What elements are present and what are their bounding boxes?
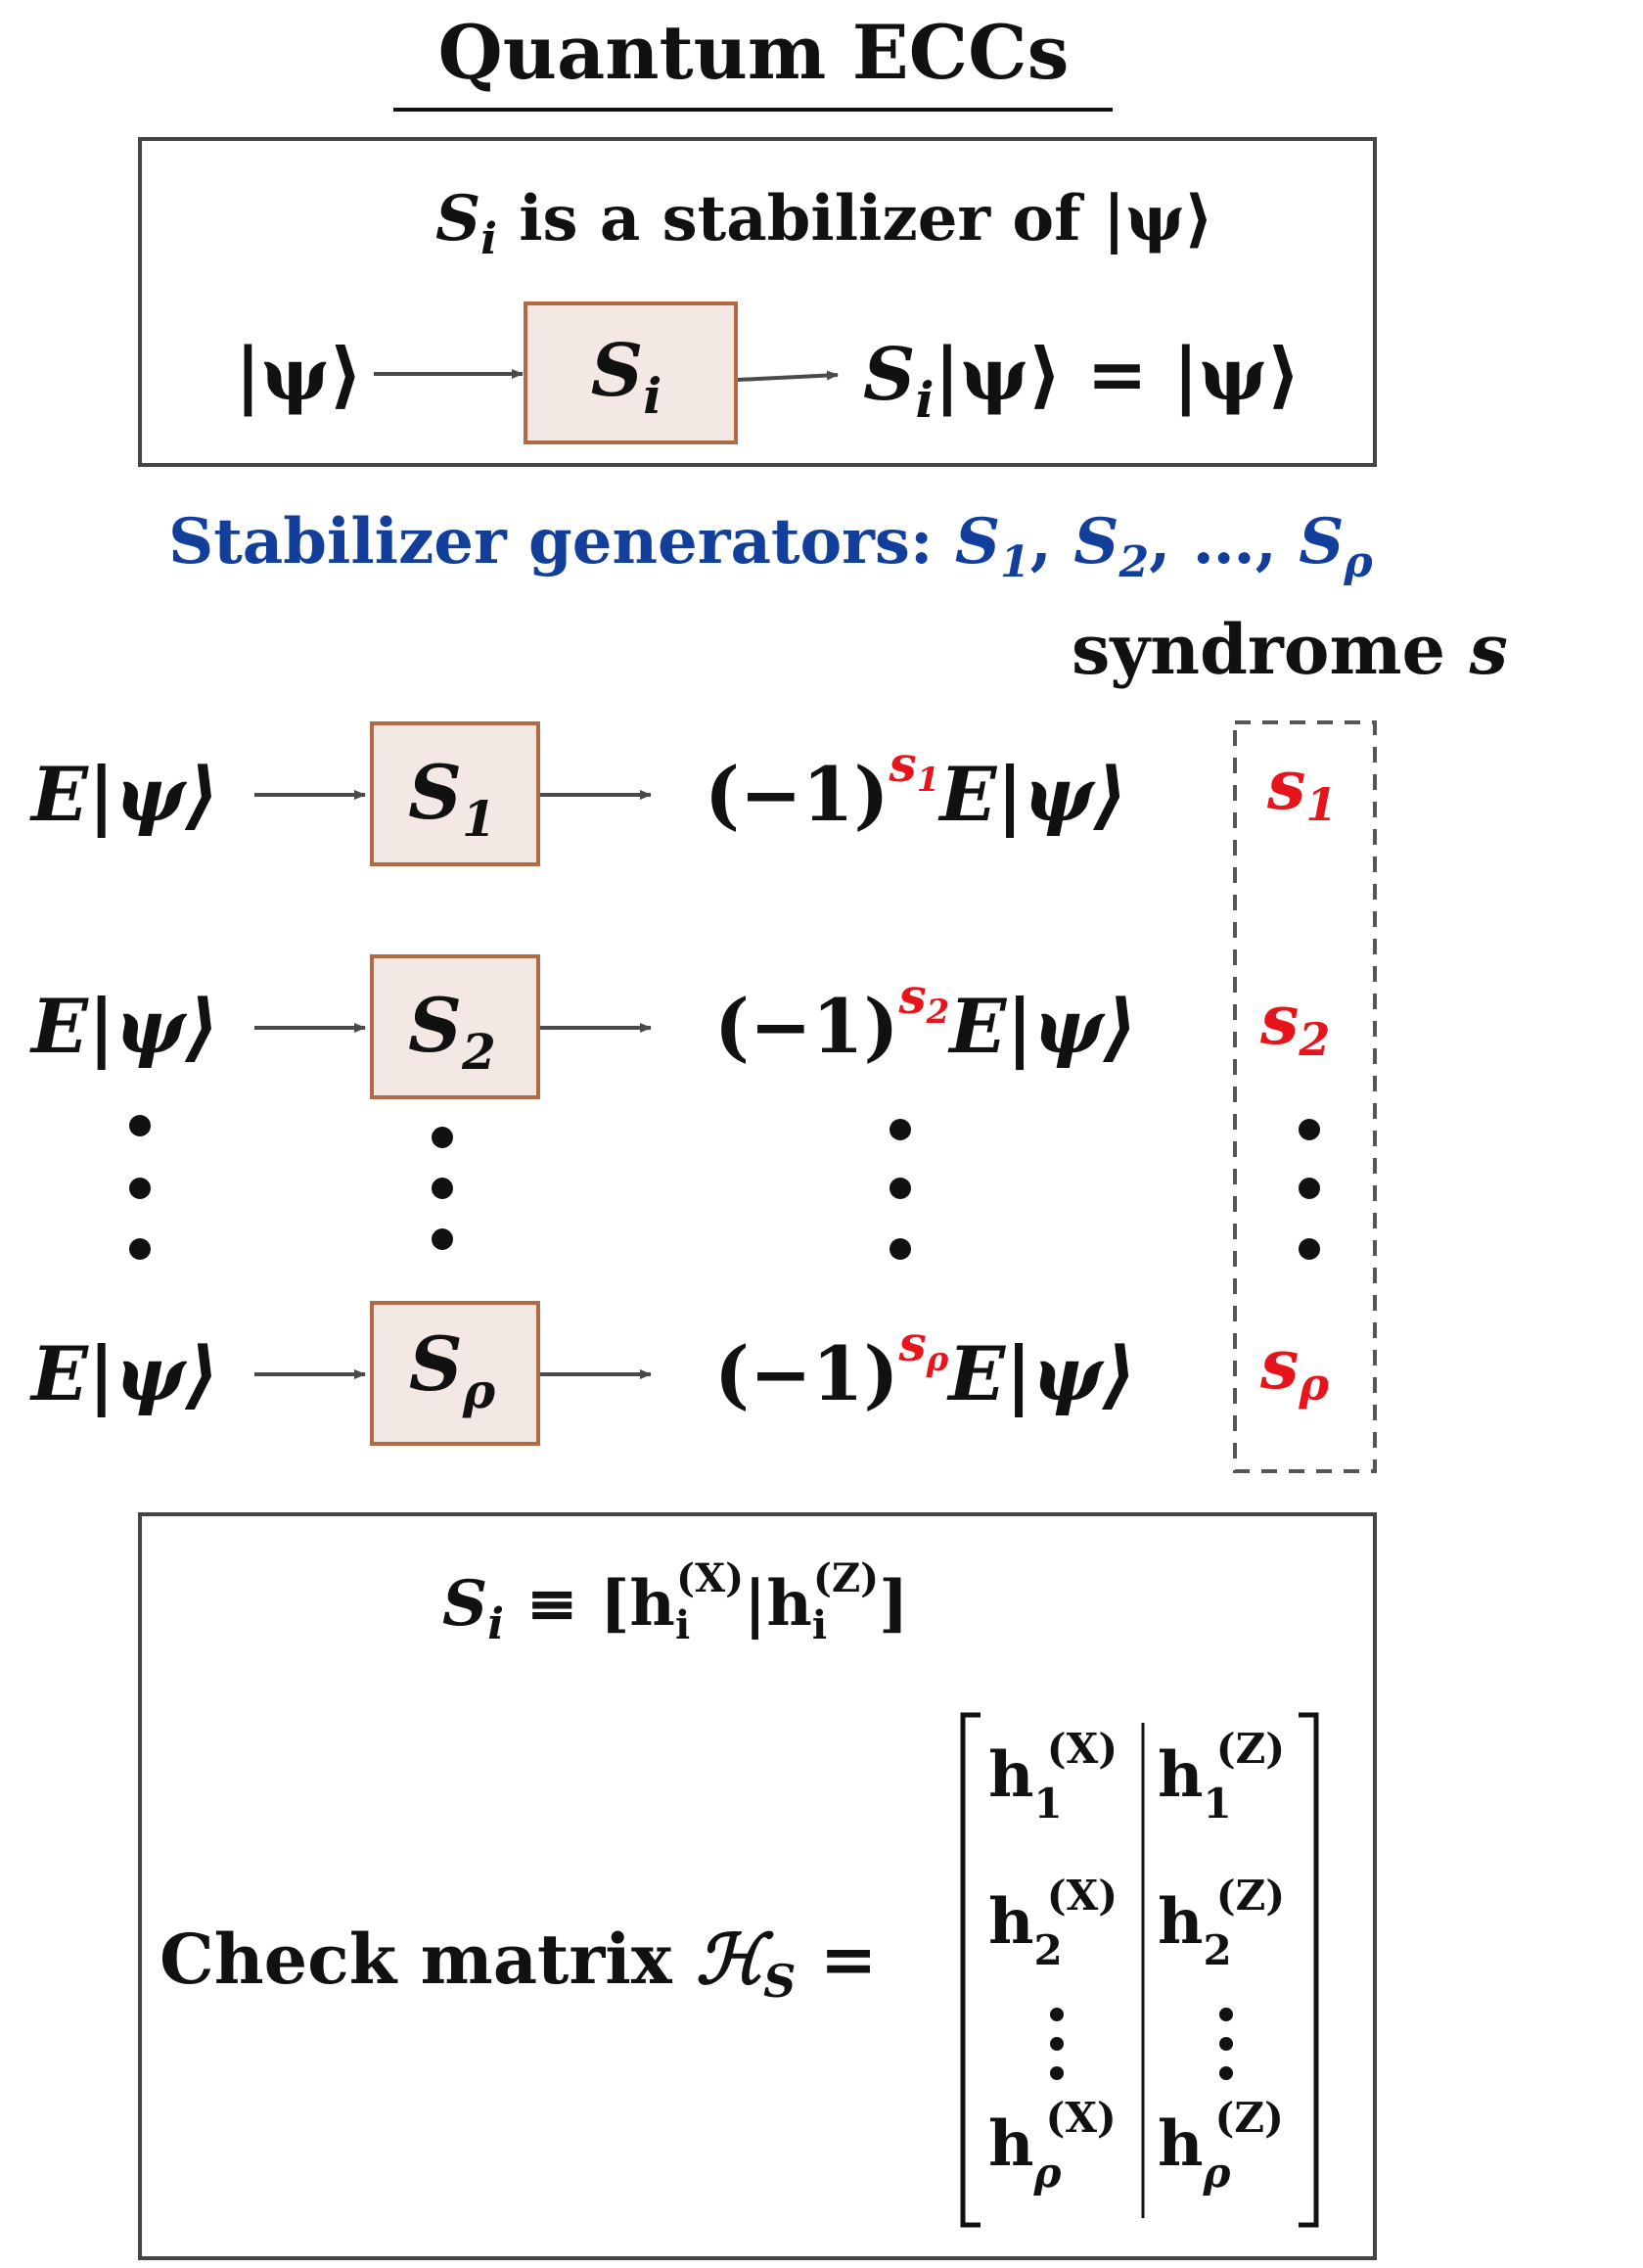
matrix-left-bracket <box>960 1712 981 2228</box>
stabilizer-binary-definition: Si ≡ [hi(X)|hi(Z)] <box>442 1555 908 1649</box>
input-ellipsis-dot <box>129 1238 151 1260</box>
row-rho-output: (−1)sρE|ψ⟩ <box>714 1315 1136 1418</box>
matrix-row-1-z: h1(Z) <box>1158 1725 1285 1828</box>
row-1-gate <box>370 721 540 866</box>
matrix-z-dot <box>1219 2037 1233 2051</box>
matrix-row-rho-x: hρ(X) <box>988 2094 1117 2197</box>
syndrome-ellipsis-dot <box>1299 1119 1320 1140</box>
row-1-gate-label: S1 <box>408 749 496 848</box>
gate-ellipsis-dot <box>432 1178 453 1199</box>
matrix-right-bracket <box>1299 1712 1319 2228</box>
row-rho-syndrome-bit: sρ <box>1259 1323 1329 1411</box>
stabilizer-output: Si|ψ⟩ = |ψ⟩ <box>863 333 1301 429</box>
stabilizer-caption: Si is a stabilizer of |ψ⟩ <box>435 182 1213 264</box>
output-ellipsis-dot <box>890 1178 911 1199</box>
row-1-input: E|ψ⟩ <box>29 751 219 839</box>
matrix-ellipsis <box>1050 2008 1233 2080</box>
matrix-x-dot <box>1050 2037 1064 2051</box>
ellipsis-dots <box>129 1115 1320 1260</box>
row-2-output: (−1)s2E|ψ⟩ <box>714 967 1137 1071</box>
row-2-syndrome-bit: s2 <box>1259 979 1330 1066</box>
stabilizer-output-arrow <box>737 370 839 382</box>
stabilizer-definition-box <box>138 137 1377 467</box>
row-rho-gate <box>370 1301 540 1446</box>
matrix-z-dot <box>1219 2066 1233 2080</box>
matrix-row-rho-z: hρ(Z) <box>1158 2094 1284 2197</box>
gate-ellipsis-dot <box>432 1127 453 1148</box>
syndrome-ellipsis-dot <box>1299 1238 1320 1260</box>
row-2-gate <box>370 954 540 1099</box>
row-1-syndrome-bit: s1 <box>1266 744 1337 831</box>
row-rho-gate-label: Sρ <box>409 1320 496 1419</box>
measurement-row-1: E|ψ⟩ S1 (−1)s1E|ψ⟩ s1 <box>29 721 1337 866</box>
syndrome-label: syndrome s <box>1072 609 1508 690</box>
matrix-row-2-x: h2(X) <box>988 1872 1118 1974</box>
row-2-gate-label: S2 <box>408 982 496 1081</box>
measurement-row-2: E|ψ⟩ S2 (−1)s2E|ψ⟩ s2 <box>29 954 1330 1099</box>
gate-ellipsis-dot <box>432 1228 453 1250</box>
matrix-row-1-x: h1(X) <box>988 1725 1118 1828</box>
syndrome-ellipsis-dot <box>1299 1178 1320 1199</box>
row-1-output: (−1)s1E|ψ⟩ <box>705 735 1127 839</box>
matrix-x-dot <box>1050 2008 1064 2021</box>
page-title: Quantum ECCs <box>438 9 1070 96</box>
output-ellipsis-dot <box>890 1119 911 1140</box>
input-ellipsis-dot <box>129 1178 151 1199</box>
input-ellipsis-dot <box>129 1115 151 1136</box>
measurement-row-rho: E|ψ⟩ Sρ (−1)sρE|ψ⟩ sρ <box>29 1301 1329 1446</box>
output-ellipsis-dot <box>890 1238 911 1260</box>
row-rho-input: E|ψ⟩ <box>29 1330 219 1418</box>
matrix-z-dot <box>1219 2008 1233 2021</box>
matrix-row-2-z: h2(Z) <box>1158 1872 1285 1974</box>
check-matrix-box <box>138 1512 1377 2260</box>
check-matrix-label: Check matrix ℋS = <box>160 1919 877 2008</box>
syndrome-vector-box <box>1233 720 1377 1473</box>
row-2-input: E|ψ⟩ <box>29 983 219 1071</box>
stabilizer-gate-label: Si <box>591 329 662 425</box>
matrix-x-dot <box>1050 2066 1064 2080</box>
stabilizer-generators-line: Stabilizer generators: S1, S2, …, Sρ <box>168 505 1373 587</box>
stabilizer-input: |ψ⟩ <box>235 333 362 417</box>
stabilizer-gate <box>524 301 738 444</box>
